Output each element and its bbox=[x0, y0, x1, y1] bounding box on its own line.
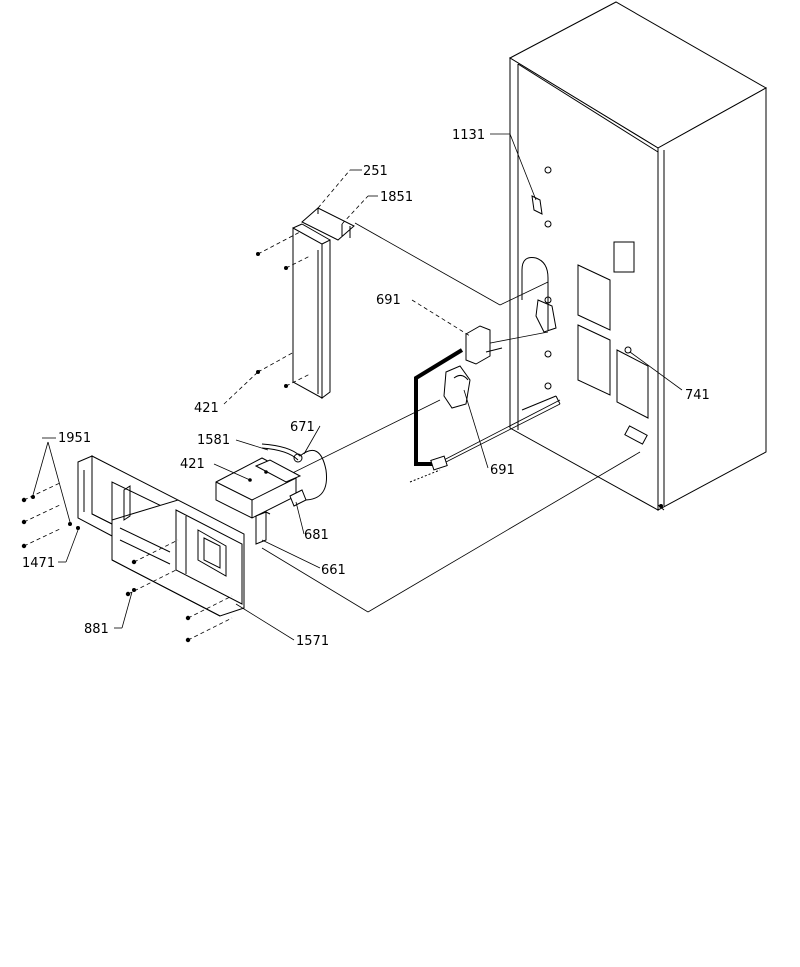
clip-1131 bbox=[531, 195, 543, 215]
panel-1571 bbox=[111, 499, 245, 617]
callout-1951: 1951 bbox=[58, 431, 91, 446]
callout-1131: 1131 bbox=[452, 128, 485, 143]
panel-opening bbox=[197, 529, 227, 577]
cabinet bbox=[508, 1, 768, 511]
cabinet-panel-b bbox=[577, 324, 611, 396]
frame-1471 bbox=[77, 455, 113, 537]
cabinet-label-plate bbox=[613, 241, 635, 273]
callout-691-bottom: 691 bbox=[490, 463, 515, 478]
callout-251: 251 bbox=[363, 164, 388, 179]
wire-harness bbox=[414, 348, 464, 466]
water-valve-harness-691 bbox=[409, 325, 561, 483]
callout-1851: 1851 bbox=[380, 190, 413, 205]
cabinet-panel-c bbox=[616, 349, 649, 419]
cabinet-tag bbox=[624, 425, 648, 445]
water-line-loop bbox=[521, 257, 549, 330]
callout-421-upper: 421 bbox=[194, 401, 219, 416]
harness-connector bbox=[430, 455, 448, 471]
assembly-guide-lines bbox=[237, 222, 641, 613]
callout-661: 661 bbox=[321, 563, 346, 578]
leader-lines bbox=[32, 133, 683, 641]
callout-681: 681 bbox=[304, 528, 329, 543]
bracket-661 bbox=[255, 511, 267, 545]
callout-1581: 1581 bbox=[197, 433, 230, 448]
callout-741: 741 bbox=[685, 388, 710, 403]
callout-labels: 251 1851 1131 691 691 741 421 671 1581 4… bbox=[22, 128, 710, 649]
bracket-1581 bbox=[254, 459, 302, 483]
cabinet-panel-a bbox=[577, 264, 611, 331]
callout-1571: 1571 bbox=[296, 634, 329, 649]
connector-681 bbox=[289, 489, 307, 507]
valve-bracket bbox=[535, 299, 557, 333]
callout-1471: 1471 bbox=[22, 556, 55, 571]
callout-421-lower: 421 bbox=[180, 457, 205, 472]
callout-671: 671 bbox=[290, 420, 315, 435]
callout-691-top: 691 bbox=[376, 293, 401, 308]
valve-body-691 bbox=[465, 325, 491, 365]
rear-access-cover bbox=[21, 443, 328, 643]
duct-cover-side bbox=[321, 239, 331, 399]
tube-671 bbox=[261, 443, 328, 501]
valve-clamp-691 bbox=[443, 365, 471, 409]
callout-881: 881 bbox=[84, 622, 109, 637]
bracket-1851 bbox=[301, 207, 355, 241]
duct-cover-421 bbox=[256, 207, 355, 399]
cabinet-side bbox=[657, 87, 767, 511]
